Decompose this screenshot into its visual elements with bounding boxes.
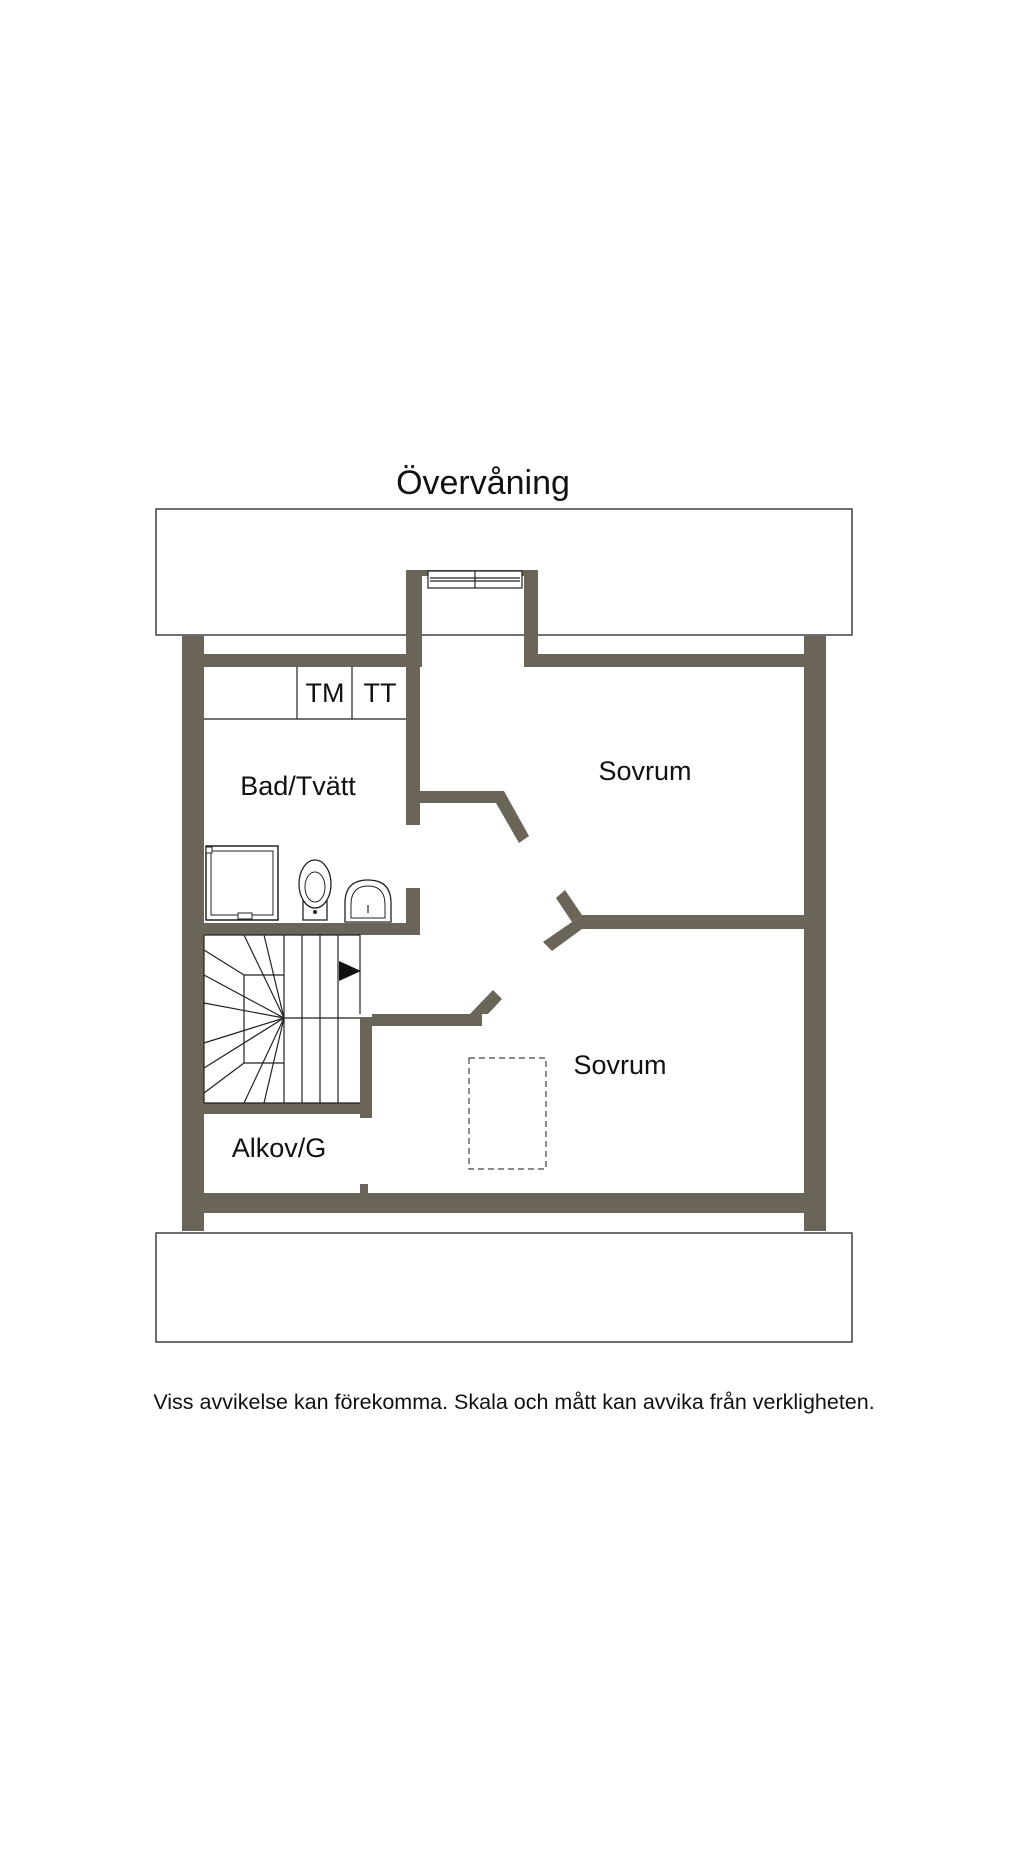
room-label-bedroom-upper: Sovrum <box>598 756 691 786</box>
toilet-icon <box>298 859 332 921</box>
dormer-window <box>427 570 523 589</box>
roof-eave-bottom <box>155 1232 853 1343</box>
dryer-label: TT <box>364 678 397 708</box>
disclaimer-text: Viss avvikelse kan förekomma. Skala och … <box>153 1390 874 1414</box>
staircase <box>203 934 361 1104</box>
skylight-dashed-outline <box>468 1057 547 1170</box>
room-label-bathroom: Bad/Tvätt <box>240 771 356 801</box>
room-label-bedroom-lower: Sovrum <box>573 1050 666 1080</box>
laundry-cabinets <box>204 667 406 720</box>
stair-direction-arrow-icon <box>339 961 361 981</box>
washer-label: TM <box>306 678 345 708</box>
walls <box>182 570 826 1231</box>
room-label-alcove: Alkov/G <box>232 1133 327 1163</box>
sink-icon <box>344 879 392 923</box>
floor-title: Övervåning <box>396 464 570 502</box>
shower-icon <box>205 845 279 921</box>
